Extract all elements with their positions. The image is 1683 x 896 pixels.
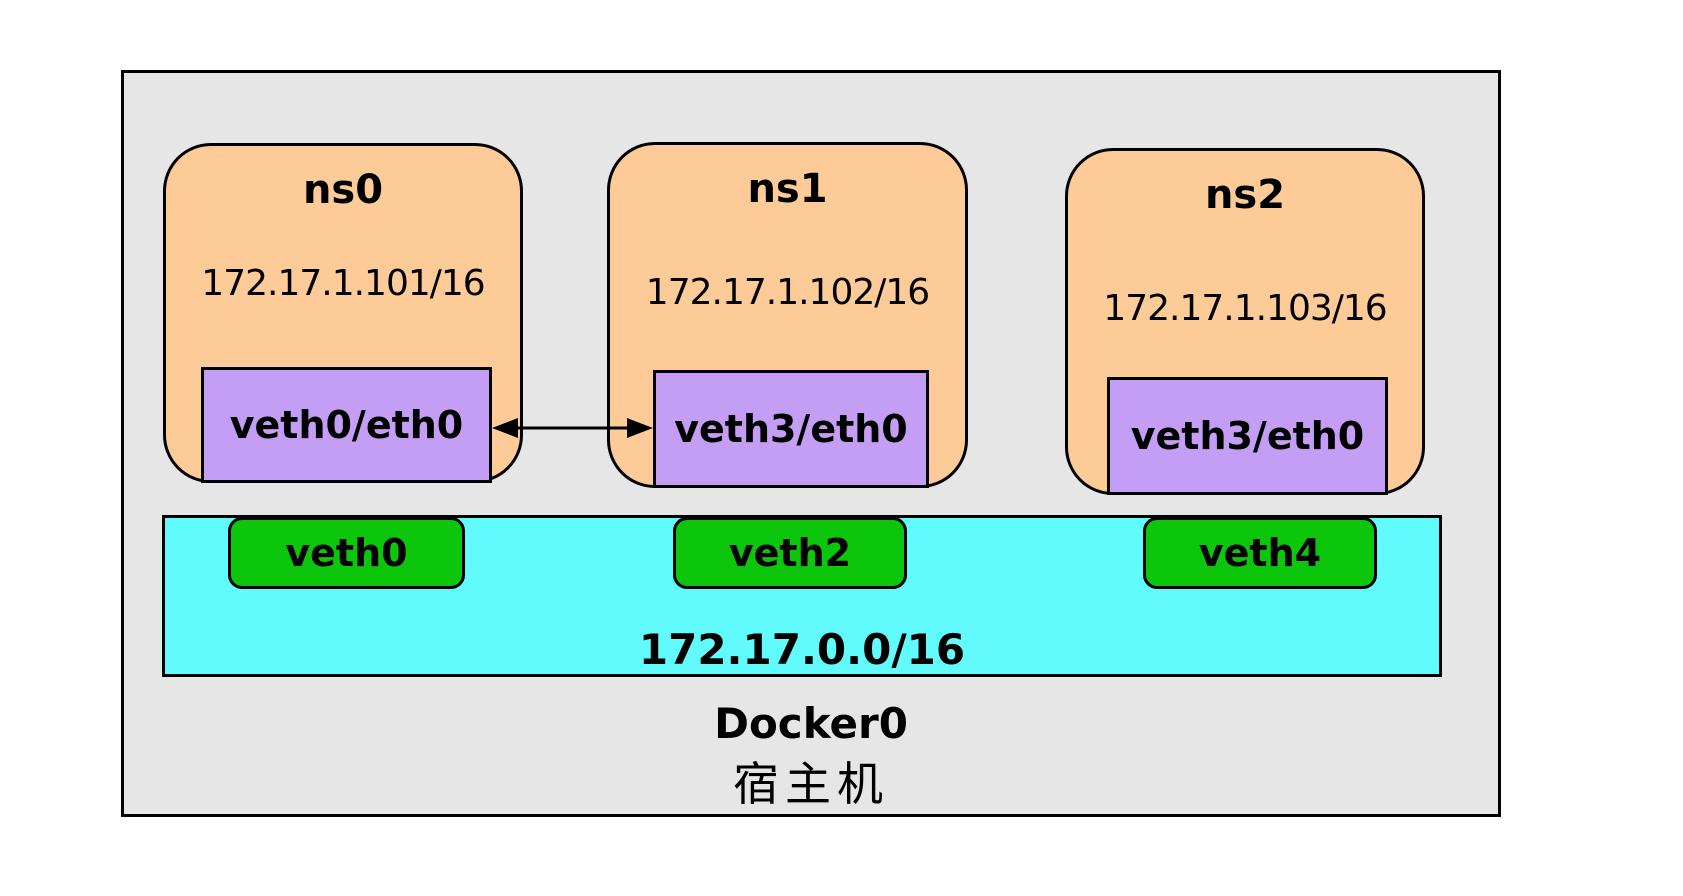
iface-box-ns0: veth0/eth0 (201, 367, 492, 483)
namespace-title: ns1 (747, 166, 828, 212)
namespace-ip: 172.17.1.103/16 (1103, 288, 1387, 329)
iface-label: veth3/eth0 (674, 407, 908, 451)
host-label: 宿主机 (733, 757, 889, 811)
port-label: veth0 (285, 531, 408, 575)
namespace-ip: 172.17.1.101/16 (201, 263, 485, 304)
host-box: ns0 172.17.1.101/16 ns1 172.17.1.102/16 … (121, 70, 1501, 817)
bridge-name: Docker0 (714, 699, 908, 748)
bridge-port-veth4: veth4 (1143, 517, 1377, 589)
iface-label: veth3/eth0 (1130, 414, 1365, 458)
namespace-title: ns0 (302, 167, 384, 213)
iface-label: veth0/eth0 (229, 403, 464, 447)
namespace-title: ns2 (1204, 172, 1286, 218)
iface-box-ns2: veth3/eth0 (1107, 377, 1388, 495)
bridge-port-veth0: veth0 (228, 517, 465, 589)
namespace-ip: 172.17.1.102/16 (645, 272, 930, 313)
port-label: veth4 (1198, 531, 1322, 575)
port-label: veth2 (728, 531, 852, 575)
bridge-box: veth0 veth2 veth4 172.17.0.0/16 (162, 515, 1442, 677)
bridge-subnet: 172.17.0.0/16 (638, 625, 966, 674)
iface-box-ns1: veth3/eth0 (653, 370, 929, 488)
bridge-port-veth2: veth2 (673, 517, 907, 589)
